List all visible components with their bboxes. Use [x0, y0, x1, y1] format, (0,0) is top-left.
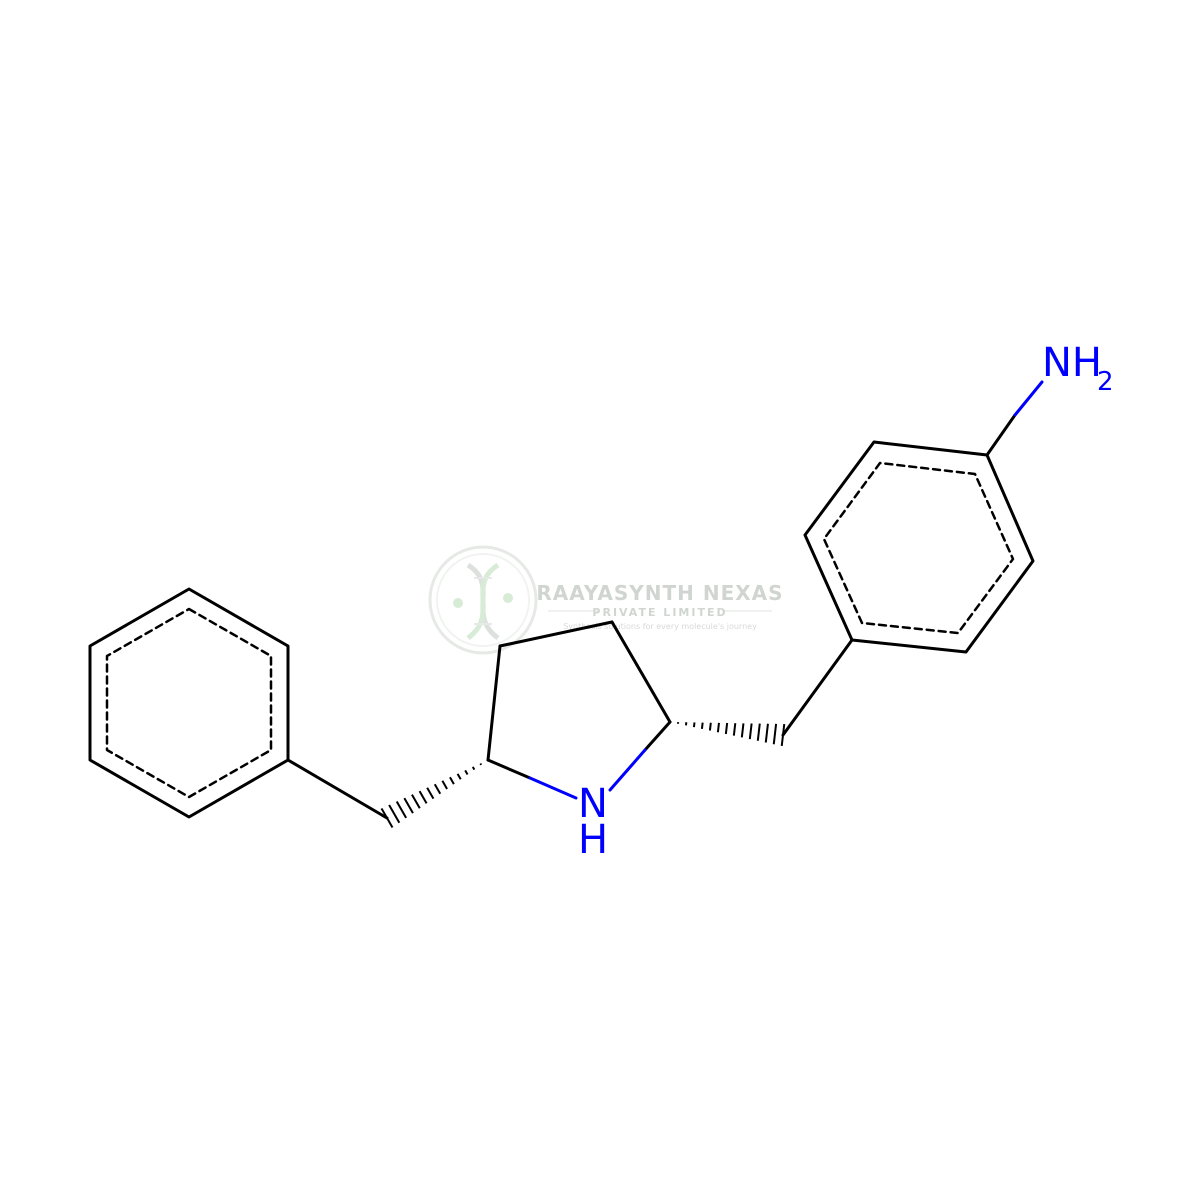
wedge-hash: [716, 722, 720, 733]
wedge-hash: [732, 723, 737, 736]
wedge-hash: [380, 807, 394, 829]
aniline-aromatic-inner: [822, 461, 1015, 635]
ring-bond-c2-n-black: [486, 758, 532, 780]
bonds: [88, 380, 1044, 820]
wedge-hash: [388, 804, 401, 824]
hashed-wedge-left: [380, 762, 483, 829]
benzene-aromatic-inner: [105, 607, 273, 799]
wedge-hash: [764, 723, 769, 743]
wedge-hash: [433, 783, 442, 795]
wedge-hash: [756, 723, 761, 741]
wedge-hash: [708, 722, 712, 731]
ring-bond-c5-n-black: [643, 720, 672, 752]
wedge-hash: [456, 773, 462, 780]
wedge-hash: [403, 797, 414, 814]
dna-helix-logo-icon: [428, 545, 538, 655]
ring-bond-c3-c4: [498, 620, 614, 648]
watermark-company: RAAYASYNTH NEXAS: [536, 581, 783, 605]
wedge-hash: [700, 722, 704, 729]
ring-nitrogen-hydrogen-label: H: [578, 817, 608, 863]
wedge-hash: [411, 794, 421, 809]
benzene-ring: [88, 587, 290, 819]
amine-nh-label: NH: [1042, 340, 1102, 386]
wedge-hash: [724, 722, 729, 735]
watermark-tagline: Synthesis solutions for every molecule's…: [563, 622, 757, 631]
watermark: RAAYASYNTH NEXAS PRIVATE LIMITED Synthes…: [428, 545, 783, 655]
wedge-hash: [471, 766, 476, 771]
ring-bond-c4-c5: [610, 620, 672, 724]
hashed-wedge-right: [676, 722, 786, 747]
wedge-hash: [418, 790, 428, 804]
amine-bond-black: [985, 413, 1017, 457]
ring-nitrogen-label: N: [578, 781, 608, 827]
ring-bond-c2-n-blue: [528, 776, 578, 800]
wedge-hash: [479, 762, 483, 766]
watermark-subtitle: PRIVATE LIMITED: [592, 606, 727, 619]
hashed-wedges: [380, 722, 786, 829]
wedge-hash: [449, 776, 455, 785]
amine-bond-blue: [1013, 380, 1044, 417]
wedge-hash: [441, 780, 448, 790]
wedge-hash: [464, 769, 469, 775]
aryl-ch2-bond: [781, 638, 854, 737]
benzyl-bond: [286, 758, 389, 820]
wedge-hash: [780, 723, 786, 747]
atom-labels: NH 2 N H: [578, 340, 1114, 863]
wedge-hash: [740, 723, 745, 738]
ring-bond-c2-c3: [486, 644, 502, 762]
aniline-ring: [803, 440, 1035, 654]
amine-subscript-2: 2: [1097, 367, 1114, 397]
wedge-hash: [692, 722, 696, 728]
wedge-hash: [748, 723, 753, 740]
wedge-hash: [772, 723, 778, 745]
ring-bond-c5-n-blue: [608, 748, 647, 792]
wedge-hash: [395, 801, 407, 819]
wedge-hash: [426, 787, 435, 800]
